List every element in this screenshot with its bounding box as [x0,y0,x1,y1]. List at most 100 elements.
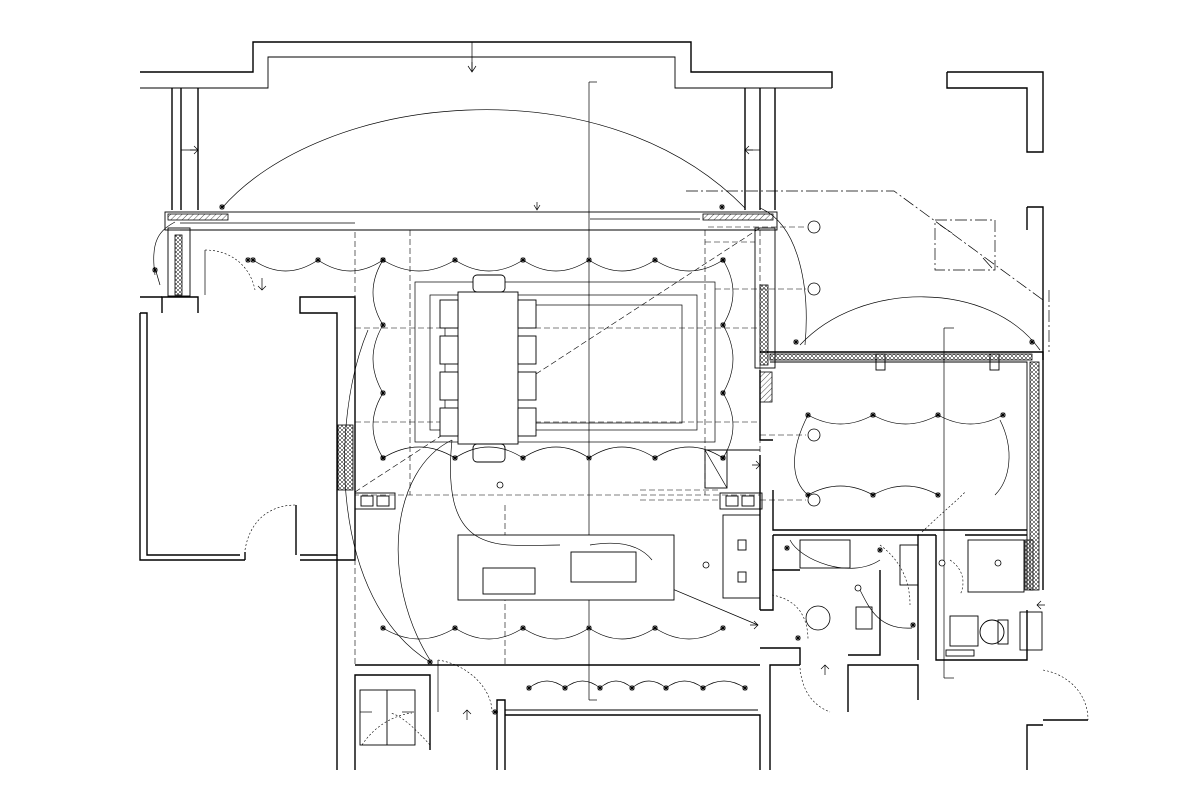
asterisk-light-icon [795,635,801,641]
arrow-icon [462,709,472,720]
asterisk-light-icon [452,257,458,263]
left-wall-lower [140,312,240,556]
asterisk-light-icon [793,339,799,345]
bottom-right-wall-a [769,664,800,770]
circuit-arc-island [450,439,561,546]
kitchen-right-hatch [759,371,773,403]
asterisk-light-icon [720,322,726,328]
bath1-left-wall [760,535,774,611]
door-swing-bottom-center [437,659,493,713]
asterisk-light-icon [152,267,158,273]
island-sink [482,567,536,595]
top-beam-hatch-right [702,213,774,221]
bath1-vanity [799,539,851,569]
column-block-right [719,492,763,510]
column-block-right-a [725,495,739,507]
door-swing-bath2-inner [949,559,964,596]
asterisk-light-icon [245,257,251,263]
dining-set [439,274,537,463]
outer-walls [139,41,1088,770]
arrows [154,62,1045,720]
circuit-arc-kitchen-left [397,439,453,661]
fan-circle-4 [807,493,821,507]
asterisk-light-icon [380,390,386,396]
arrow-icon [190,145,199,155]
chair-left-3 [439,371,459,401]
left-door-frame [161,296,199,313]
top-beam-hatch-left [167,213,229,221]
circuit-arc-bath1-b [859,589,913,629]
asterisk-light-icon [742,685,748,691]
bath2-toilet [979,619,1005,645]
asterisk-light-icon [492,709,498,715]
cabinet-swing-a [361,712,413,746]
ceiling-fans [496,220,1002,592]
bottom-pillar [496,699,506,770]
column-block-left [354,492,396,510]
fridge-column [722,514,761,599]
asterisk-light-icon [219,204,225,210]
arrow-icon [1036,600,1045,610]
asterisk-light-icon [629,685,635,691]
appliance-b [737,571,747,583]
bath1-exhaust [854,584,862,592]
arrow-icon [752,460,761,470]
bottom-cabinet-wall [354,674,431,770]
asterisk-light-icon [526,685,532,691]
bath1-inner-wall [848,570,881,656]
coffer-outer [354,229,761,496]
circuit-arc-bath1 [789,539,881,569]
light-chain-dining-right [722,259,734,459]
duct-run [686,190,1044,301]
asterisk-light-icon [720,455,726,461]
bottom-right-wall-c [1026,724,1043,770]
asterisk-light-icon [652,455,658,461]
circuit-arc-right-room [799,296,1041,351]
arrow-icon [744,145,753,155]
bath2-shower [967,539,1025,593]
ac-unit-arrow-b [982,257,993,269]
bath1-toilet-tank [855,606,873,630]
arrow-icon [820,664,830,675]
chair-right-1 [517,299,537,329]
right-room-bottom-wall [772,490,1027,531]
bath2-point [938,559,946,567]
asterisk-light-icon [380,322,386,328]
bay-window-outer [140,41,833,88]
chairs-right [517,299,537,437]
right-room-post-b [989,353,1000,371]
asterisk-light-icon [877,547,883,553]
storage-cabinet [359,689,416,746]
light-chain-kitchen [382,627,724,640]
cabinet-box [359,689,416,746]
coffer-mid [414,281,716,443]
left-pillar-fill [174,234,183,296]
right-pillar [754,227,776,369]
diagonal-axis [354,227,761,493]
right-room-post-a [875,353,886,371]
asterisk-light-icon [380,455,386,461]
bathroom-fixtures [799,539,1025,657]
asterisk-light-icon [452,625,458,631]
asterisk-light-icon [315,257,321,263]
asterisk-light-icon [784,545,790,551]
bath2-window [1019,611,1043,651]
asterisk-light-icon [1029,339,1035,345]
arrow-icon [154,267,161,286]
asterisk-light-icon [380,625,386,631]
island-hob [570,551,637,583]
bath2-basin [949,615,979,647]
ac-unit [934,219,996,271]
asterisk-light-icon [380,257,386,263]
kitchen-island [457,514,761,601]
circuit-arc-kitchen-outer [344,329,431,663]
fan-circle-3 [807,428,821,442]
circuit-arc-right-room-left [794,414,809,496]
asterisk-light-icon [663,685,669,691]
right-room-top-hatch [769,353,1033,361]
dining-table [457,291,519,445]
asterisk-light-icon [870,492,876,498]
asterisk-light-icon [935,412,941,418]
bath1-door-jamb [760,647,801,665]
